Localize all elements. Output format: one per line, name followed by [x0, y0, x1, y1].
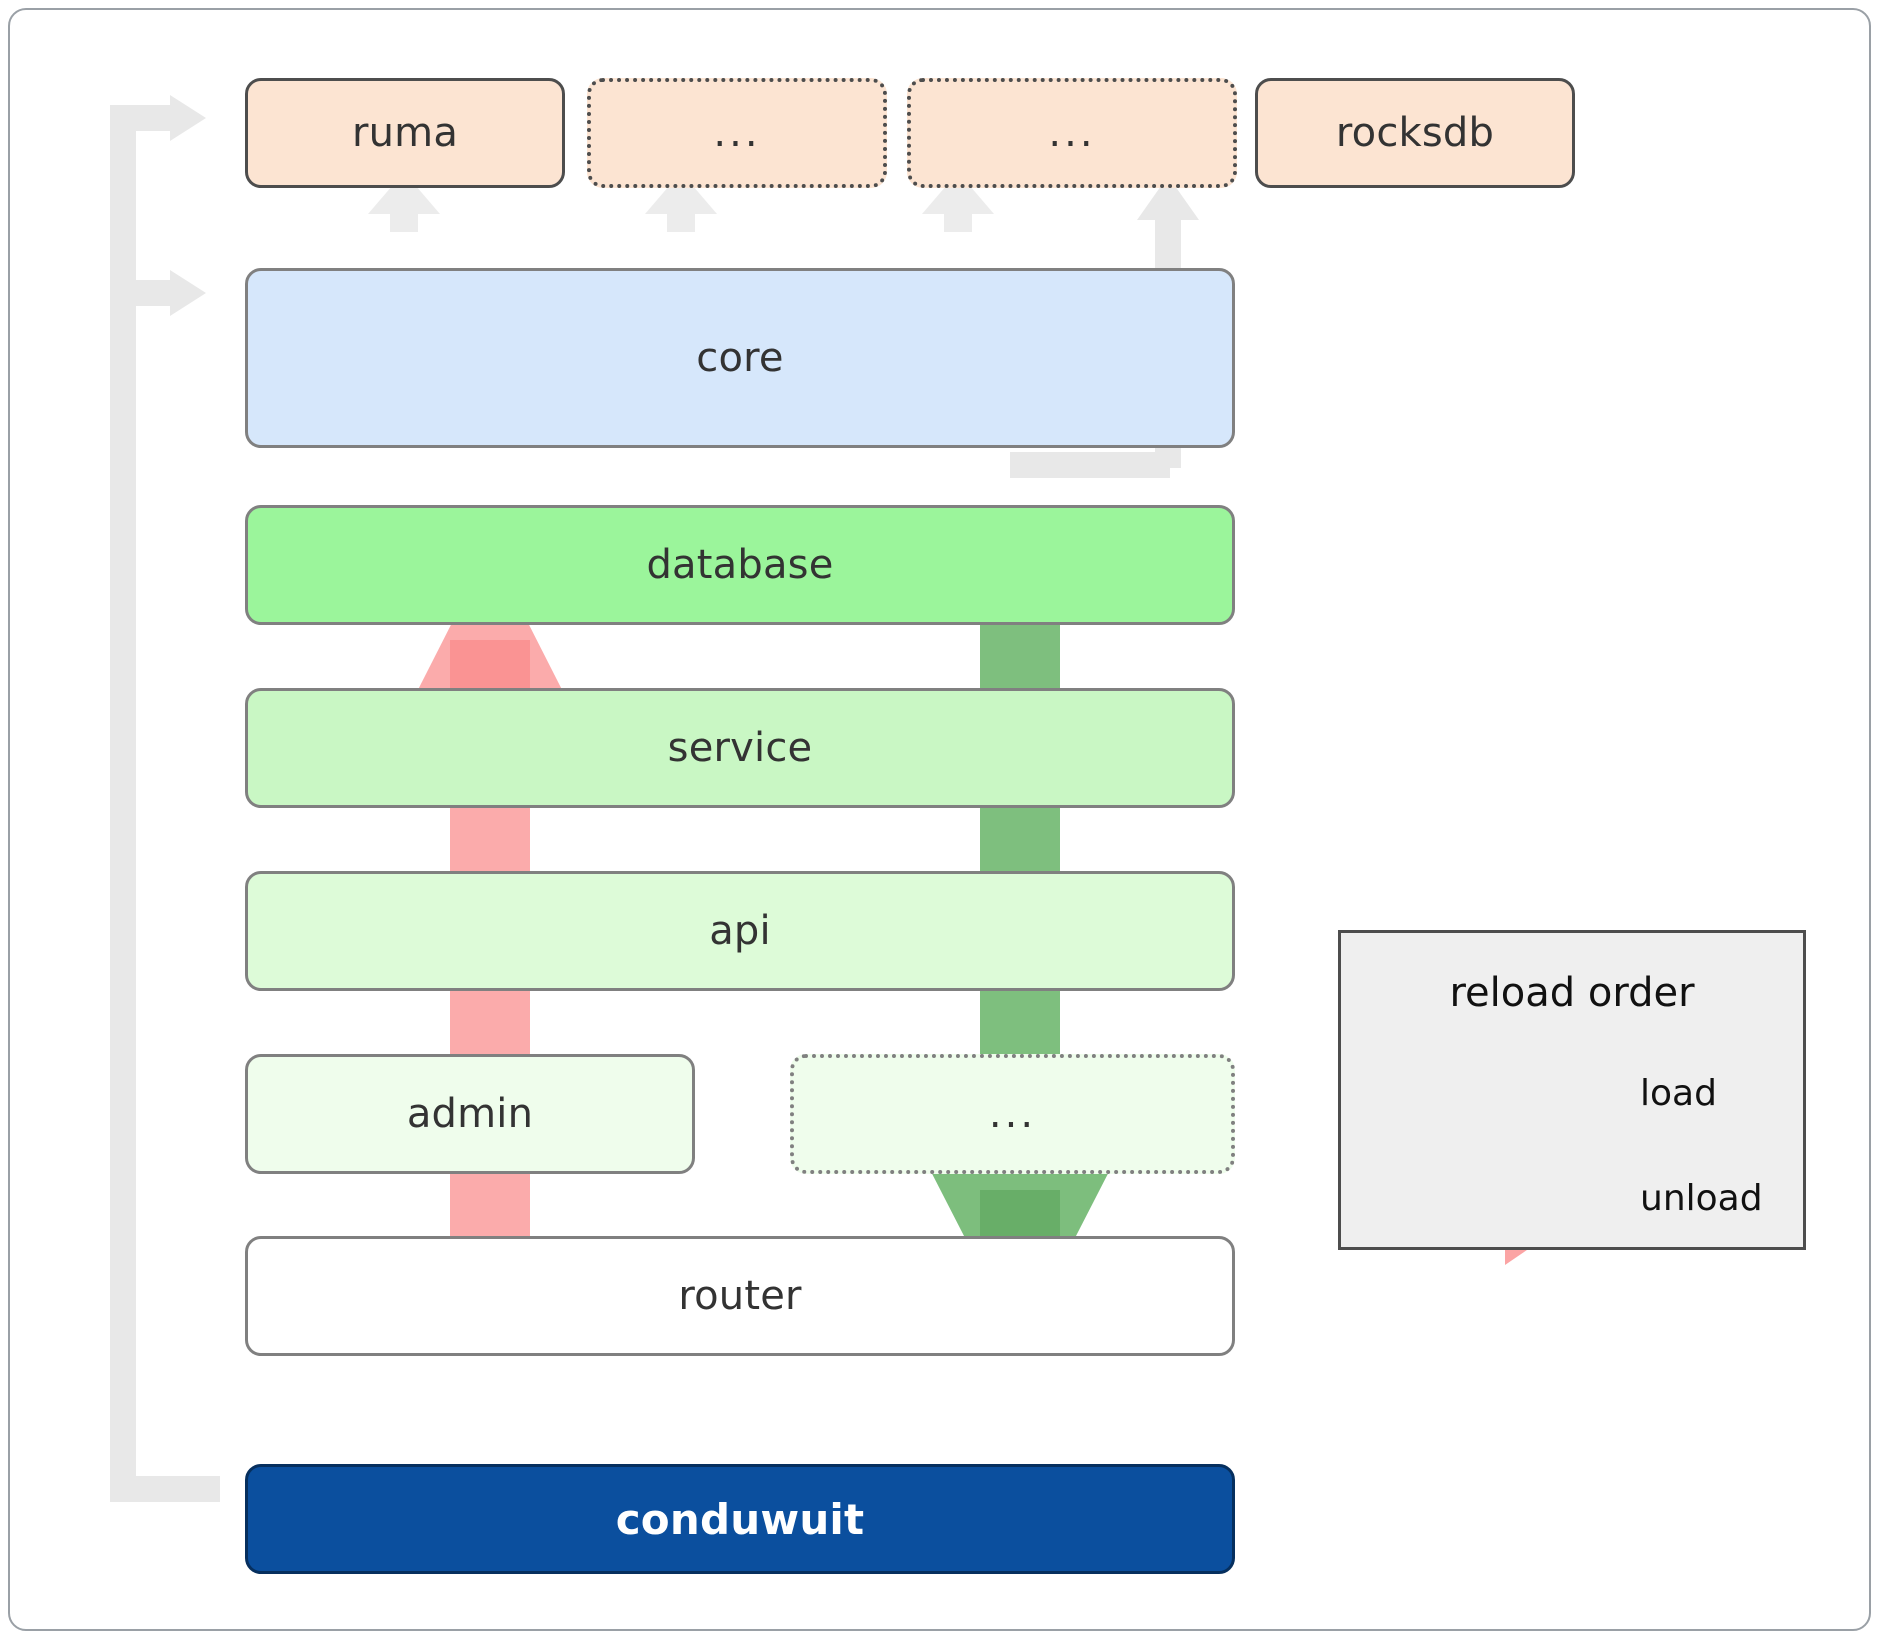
layer-node-core-label: core [696, 335, 784, 381]
legend-box [1338, 930, 1806, 1250]
layer-node-admin-label: admin [406, 1091, 534, 1137]
dep-node-ruma-label: ruma [351, 110, 459, 156]
layer-node-router-label: router [678, 1273, 802, 1319]
dep-node-placeholder-2-label: ... [1048, 110, 1096, 156]
layer-node-api-label: api [709, 908, 771, 954]
dep-wire-to-core [110, 280, 178, 306]
dep-node-rocksdb-label: rocksdb [1335, 110, 1495, 156]
dep-wire-to-ruma [110, 105, 178, 131]
dep-node-placeholder-2[interactable]: ... [907, 78, 1237, 188]
dep-node-ruma[interactable]: ruma [245, 78, 565, 188]
layer-node-api[interactable]: api [245, 871, 1235, 991]
layer-node-service[interactable]: service [245, 688, 1235, 808]
layer-node-core[interactable]: core [245, 268, 1235, 448]
dep-wire-bottom-stub [110, 1476, 220, 1502]
binary-node-conduwuit[interactable]: conduwuit [245, 1464, 1235, 1574]
legend-label-unload: unload [1640, 1178, 1763, 1219]
binary-node-conduwuit-label: conduwuit [615, 1494, 865, 1544]
legend-label-load: load [1640, 1073, 1717, 1114]
dep-node-placeholder-1[interactable]: ... [587, 78, 887, 188]
layer-node-database-label: database [646, 542, 834, 588]
layer-node-router[interactable]: router [245, 1236, 1235, 1356]
dep-wire-database-to-rocksdb-h [1010, 452, 1170, 478]
layer-node-database[interactable]: database [245, 505, 1235, 625]
layer-node-placeholder-label: ... [988, 1091, 1037, 1137]
legend-title: reload order [1449, 970, 1695, 1016]
layer-node-placeholder[interactable]: ... [790, 1054, 1235, 1174]
layer-node-admin[interactable]: admin [245, 1054, 695, 1174]
dep-node-rocksdb[interactable]: rocksdb [1255, 78, 1575, 188]
dep-wire-trunk [110, 112, 136, 1502]
layer-node-service-label: service [667, 725, 813, 771]
diagram-frame [8, 8, 1871, 1631]
dep-node-placeholder-1-label: ... [713, 110, 761, 156]
